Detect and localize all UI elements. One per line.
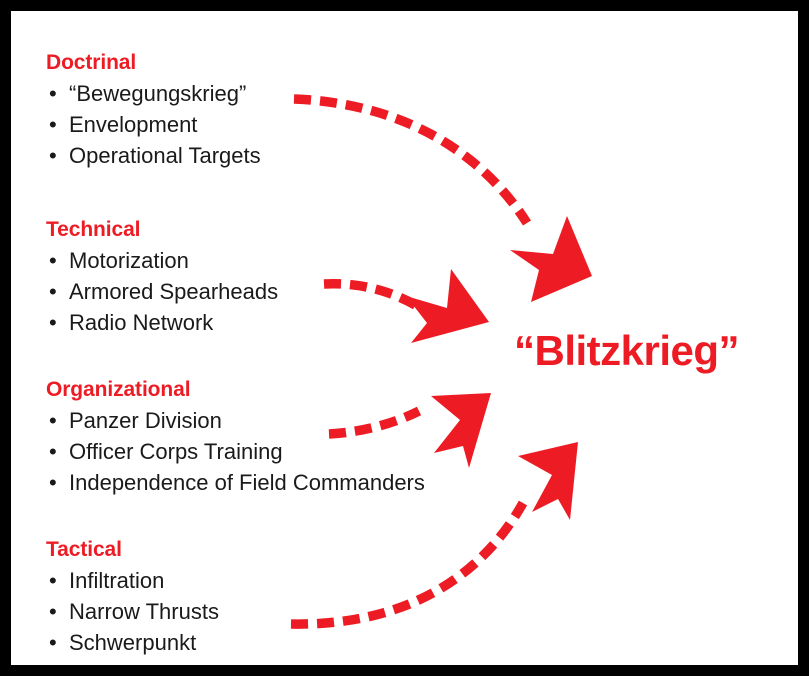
list-item: • Independence of Field Commanders xyxy=(46,467,425,498)
list-item-label: Panzer Division xyxy=(69,407,222,433)
list-item: • Officer Corps Training xyxy=(46,436,425,467)
diagram-canvas: Doctrinal • “Bewegungskrieg” • Envelopme… xyxy=(11,11,809,687)
list-item: • Armored Spearheads xyxy=(46,276,278,307)
bullet-icon: • xyxy=(49,143,57,169)
bullet-list-doctrinal: • “Bewegungskrieg” • Envelopment • Opera… xyxy=(46,78,261,172)
list-item-label: Narrow Thrusts xyxy=(69,598,219,624)
bullet-icon: • xyxy=(49,438,57,464)
bullet-icon: • xyxy=(49,278,57,304)
bullet-icon: • xyxy=(49,470,57,496)
group-technical: Technical • Motorization • Armored Spear… xyxy=(46,218,278,339)
bullet-icon: • xyxy=(49,80,57,106)
group-organizational: Organizational • Panzer Division • Offic… xyxy=(46,378,425,499)
list-item-label: “Bewegungskrieg” xyxy=(69,80,247,106)
arrow-technical xyxy=(323,269,489,343)
center-term-blitzkrieg: “Blitzkrieg” xyxy=(514,327,740,374)
list-item-label: Schwerpunkt xyxy=(69,630,197,656)
bullet-list-organizational: • Panzer Division • Officer Corps Traini… xyxy=(46,405,425,499)
group-title-organizational: Organizational xyxy=(46,378,191,401)
bullet-icon: • xyxy=(49,247,57,273)
bullet-icon: • xyxy=(49,598,57,624)
list-item: • Radio Network xyxy=(46,307,278,338)
group-title-technical: Technical xyxy=(46,218,141,241)
list-item-label: Independence of Field Commanders xyxy=(69,470,425,496)
group-tactical: Tactical • Infiltration • Narrow Thrusts… xyxy=(46,538,219,659)
list-item: • Infiltration xyxy=(46,565,219,596)
bullet-icon: • xyxy=(49,630,57,656)
bullet-icon: • xyxy=(49,111,57,137)
list-item-label: Armored Spearheads xyxy=(69,278,279,304)
list-item-label: Officer Corps Training xyxy=(69,438,283,464)
list-item: • Narrow Thrusts xyxy=(46,596,219,627)
group-title-doctrinal: Doctrinal xyxy=(46,51,137,74)
list-item: • Panzer Division xyxy=(46,405,425,436)
list-item: • Schwerpunkt xyxy=(46,627,219,658)
bullet-icon: • xyxy=(49,567,57,593)
list-item: • Operational Targets xyxy=(46,140,261,171)
group-title-tactical: Tactical xyxy=(46,538,122,561)
list-item-label: Operational Targets xyxy=(69,143,261,169)
arrow-doctrinal xyxy=(293,94,592,302)
list-item-label: Envelopment xyxy=(69,111,198,137)
bullet-icon: • xyxy=(49,407,57,433)
bullet-list-tactical: • Infiltration • Narrow Thrusts • Schwer… xyxy=(46,565,219,659)
list-item-label: Radio Network xyxy=(69,310,214,336)
list-item: • Envelopment xyxy=(46,109,261,140)
group-doctrinal: Doctrinal • “Bewegungskrieg” • Envelopme… xyxy=(46,51,261,172)
list-item: • “Bewegungskrieg” xyxy=(46,78,261,109)
bullet-list-technical: • Motorization • Armored Spearheads • Ra… xyxy=(46,245,278,339)
list-item-label: Motorization xyxy=(69,247,189,273)
bullet-icon: • xyxy=(49,310,57,336)
list-item: • Motorization xyxy=(46,245,278,276)
list-item-label: Infiltration xyxy=(69,567,165,593)
